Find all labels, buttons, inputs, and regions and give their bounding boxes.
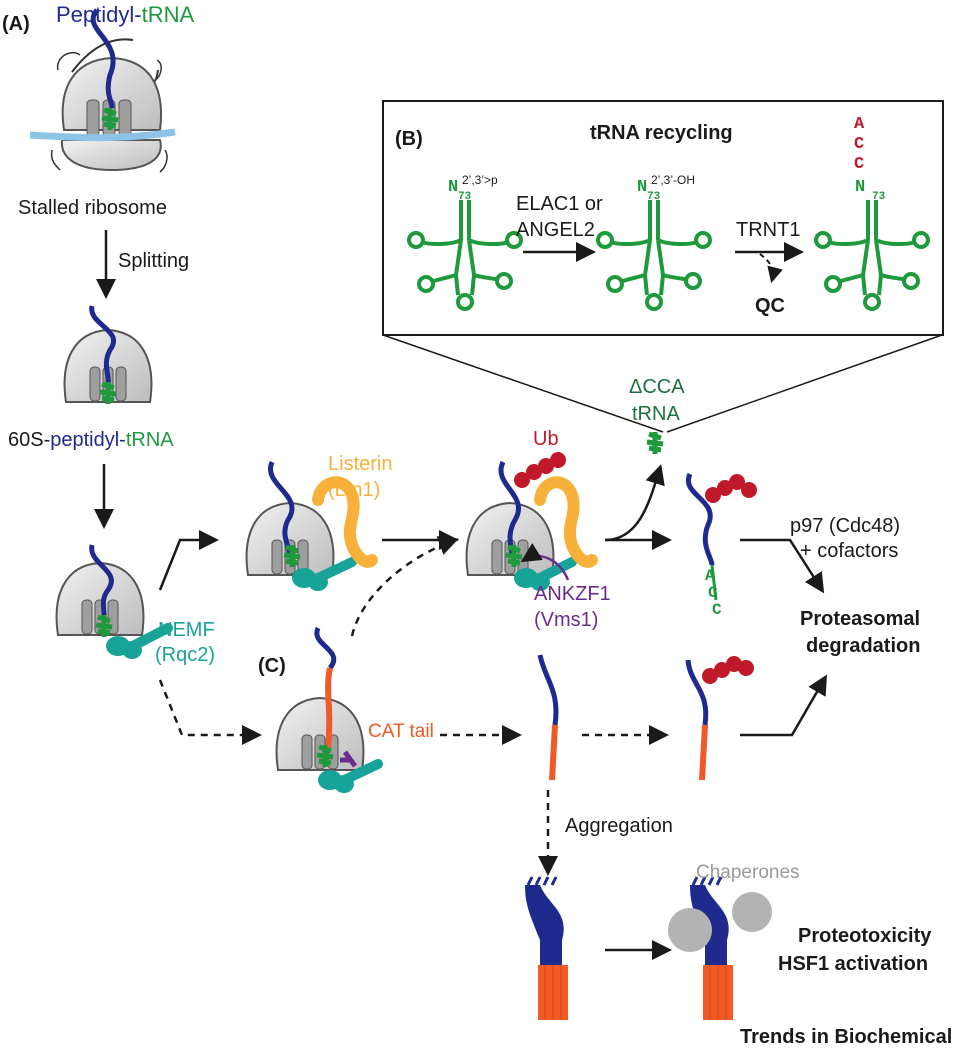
stalled-ribosome-label: Stalled ribosome [18,197,167,219]
acc-c1: C [708,584,718,602]
zoom-line-right [666,334,943,433]
cat-tail-label: CAT tail [368,721,434,742]
enzyme1b-label: ANGEL2 [516,219,595,241]
nemf-ribosome [55,544,173,659]
enzyme2-label: TRNT1 [736,219,800,241]
cofactors-label: + cofactors [800,540,898,562]
trna3-cca-a: A [854,115,865,134]
peptidyl2-text: peptidyl- [50,429,126,451]
cat-tail-ribosome [275,626,383,793]
released-peptide-ub [685,472,757,601]
trna2-sub: 73 [647,191,661,203]
aggregation-label: Aggregation [565,815,673,837]
proteasomal-label: Proteasomal [800,608,920,630]
zoom-line-left [382,334,664,433]
ubiquitinated-ribosome [465,452,598,591]
qc-dashed-arrow [759,253,783,284]
peptidyl-tRNA-label: Peptidyl-tRNA [56,2,194,27]
p97-label: p97 (Cdc48) [790,515,900,537]
ltn1-label: (Ltn1) [328,479,380,501]
free-cat-peptide [537,654,559,781]
credit-label: Trends in Biochemical Sciences [740,1026,957,1048]
trna-text: tRNA [142,2,195,27]
recycling-title: tRNA recycling [590,122,733,144]
trna1-sub: 73 [458,191,472,203]
listerin-label: Listerin [328,453,392,475]
trna3-sub: 73 [872,191,886,203]
p97-arrow [740,538,825,594]
listerin-ribosome [245,461,378,591]
to-trna-release-arrow [604,464,665,542]
vms1-label: (Vms1) [534,609,598,631]
delta-cca-trna [647,432,663,454]
enzyme1a-label: ELAC1 or [516,193,603,215]
ankzf1-label: ANKZF1 [534,583,611,605]
delta-trna-label: tRNA [632,403,680,425]
trna3-n: N [855,178,865,197]
ub-label: Ub [533,428,559,450]
panel-b-label: (B) [395,128,423,150]
degradation-label: degradation [806,635,920,657]
trna3-cca-c1: C [854,135,864,154]
acc-c2: C [712,601,722,619]
60s-text: 60S- [8,429,50,451]
panel-c-label: (C) [258,655,286,677]
aggregate [525,876,568,1020]
trna2-n: N [637,178,647,197]
splitting-label: Splitting [118,250,189,272]
acc-a: A [705,567,715,585]
to-cat-dashed-arrow [158,679,262,745]
rqc2-label: (Rqc2) [155,644,215,666]
chaperones-label: Chaperones [696,862,800,883]
delta-cca-label: ΔCCA [629,376,685,398]
cat-to-ub-dashed-arrow [350,536,459,637]
nemf-label: NEMF [158,619,215,641]
60s-peptidyl-trna-label: 60S-peptidyl-tRNA [8,429,174,451]
stalled-ribosome [29,8,176,173]
trna2-text: tRNA [126,429,174,451]
cat-degradation-arrow [740,674,828,737]
panel-a-label: (A) [2,13,30,35]
proteotoxicity-label: Proteotoxicity [798,925,932,947]
ub-cat-peptide [685,656,754,781]
qc-label: QC [755,295,785,317]
trna2-sup: 2’,3’-OH [651,173,695,187]
trna1-sup: 2’,3’>p [462,173,498,187]
hsf1-label: HSF1 activation [778,953,928,975]
trna1-n: N [448,178,458,197]
trna3-cca-c2: C [854,155,864,174]
60s-peptidyl-trna-ribosome [63,305,153,404]
chaperone-aggregate [668,876,772,1020]
trna-recycling-box [382,100,944,336]
peptidyl-text: Peptidyl- [56,2,142,27]
to-listerin-arrow [158,530,219,591]
